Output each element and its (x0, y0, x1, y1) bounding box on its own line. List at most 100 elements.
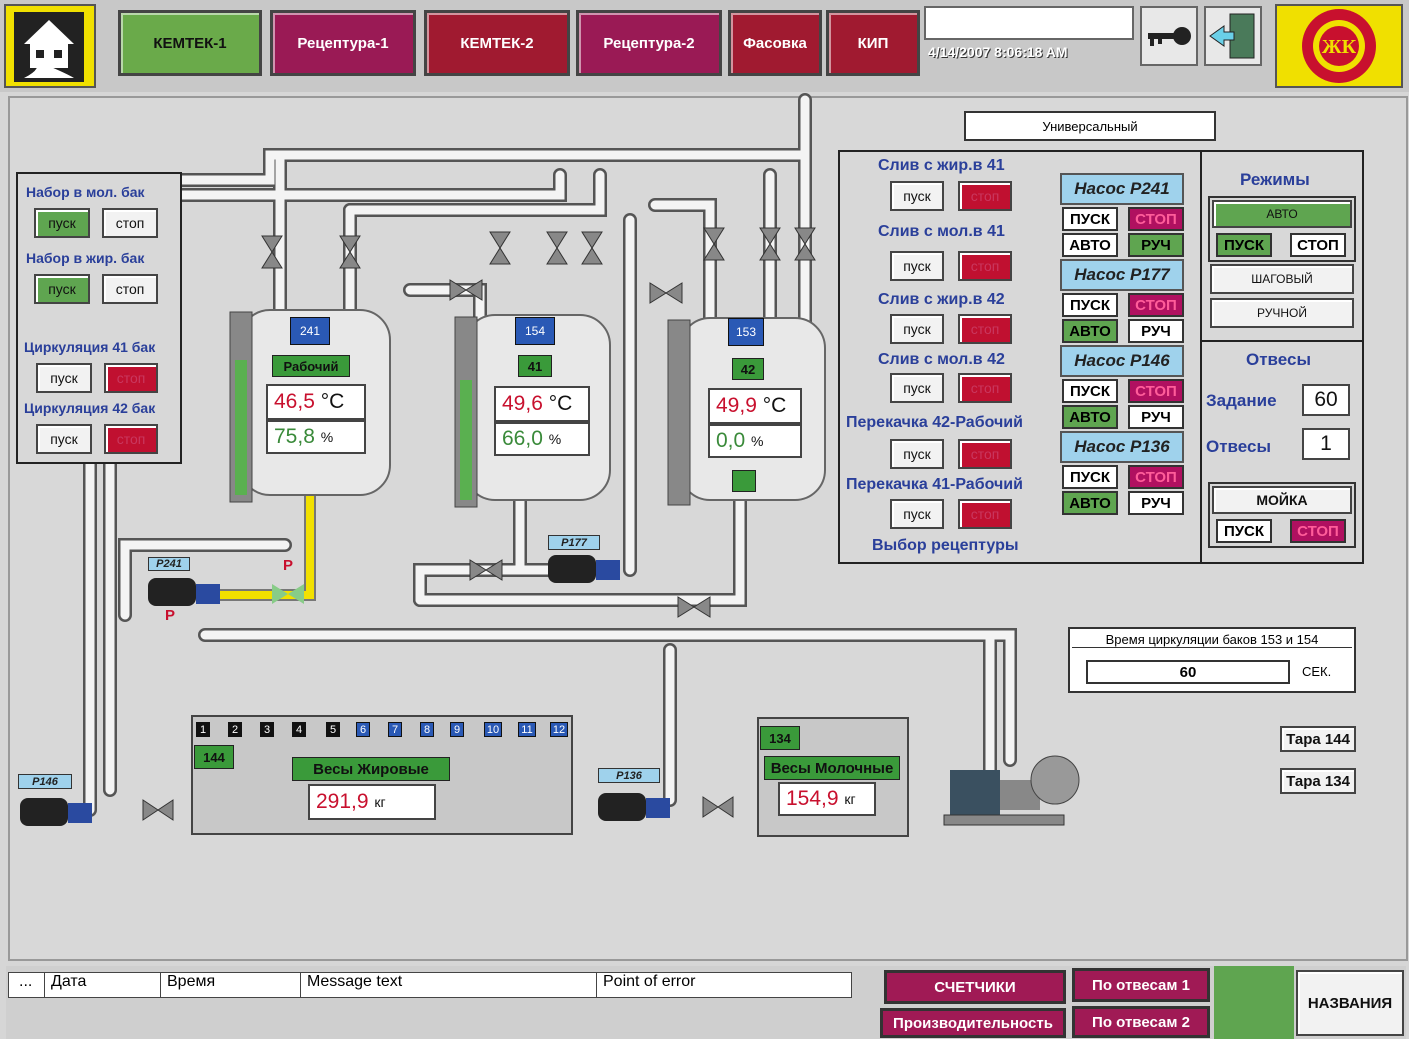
pump-p136-auto-button[interactable]: АВТО (1062, 491, 1118, 515)
circ42-title: Циркуляция 42 бак (24, 400, 156, 416)
pump-p136-stop-button[interactable]: СТОП (1128, 465, 1184, 489)
tank-241-label: Рабочий (272, 355, 350, 377)
tank-154-number: 154 (515, 317, 555, 345)
pump-p146 (20, 798, 92, 826)
circ41-stop-button[interactable]: стоп (104, 363, 158, 393)
logo-icon: ЖК (1302, 9, 1376, 83)
pump-p146-auto-button[interactable]: АВТО (1062, 405, 1118, 429)
transfer-41-start-button[interactable]: пуск (890, 499, 944, 529)
step-mode-button[interactable]: ШАГОВЫЙ (1210, 264, 1354, 294)
valve-number: 5 (326, 722, 340, 737)
wash-stop-button[interactable]: СТОП (1290, 519, 1346, 543)
tara-134-button[interactable]: Тара 134 (1280, 768, 1356, 794)
tara-144-button[interactable]: Тара 144 (1280, 726, 1356, 752)
pump-p177-header: Насос P177 (1060, 259, 1184, 291)
pump-p136-manual-button[interactable]: РУЧ (1128, 491, 1184, 515)
pump-p177-manual-button[interactable]: РУЧ (1128, 319, 1184, 343)
pump-p241-manual-button[interactable]: РУЧ (1128, 233, 1184, 257)
pump-p146-manual-button[interactable]: РУЧ (1128, 405, 1184, 429)
drain-milk-41-stop-button[interactable]: стоп (958, 251, 1012, 281)
by-weights-2-button[interactable]: По отвесам 2 (1072, 1006, 1210, 1038)
fill-fat-stop-button[interactable]: стоп (102, 274, 158, 304)
fill-milk-title: Набор в мол. бак (26, 184, 145, 200)
pump-p241-auto-button[interactable]: АВТО (1062, 233, 1118, 257)
fill-milk-stop-button[interactable]: стоп (102, 208, 158, 238)
transfer-42-stop-button[interactable]: стоп (958, 439, 1012, 469)
exit-button[interactable] (1204, 6, 1262, 66)
wash-start-button[interactable]: ПУСК (1216, 519, 1272, 543)
fat-scale-number: 144 (194, 745, 234, 769)
circulation-title: Время циркуляции баков 153 и 154 (1072, 632, 1352, 648)
pump-p177-stop-button[interactable]: СТОП (1128, 293, 1184, 317)
counters-button[interactable]: СЧЕТЧИКИ (884, 970, 1066, 1004)
pump-p241-start-button[interactable]: ПУСК (1062, 207, 1118, 231)
weights-title: Отвесы (1246, 350, 1311, 369)
manual-mode-button[interactable]: РУЧНОЙ (1210, 298, 1354, 328)
tank-241-temp: 46,5 °C (266, 384, 366, 420)
pump-p177-start-button[interactable]: ПУСК (1062, 293, 1118, 317)
task-input[interactable]: 60 (1302, 384, 1350, 416)
transfer-41-stop-button[interactable]: стоп (958, 499, 1012, 529)
drain-fat-41-title: Слив с жир.в 41 (878, 157, 1005, 174)
auto-mode-button[interactable]: АВТО (1212, 200, 1352, 228)
valve-number: 4 (292, 722, 306, 737)
circulation-time-input[interactable]: 60 (1086, 660, 1290, 684)
tank-154-level: 66,0 % (494, 422, 590, 456)
transfer-42-start-button[interactable]: пуск (890, 439, 944, 469)
valve-number: 10 (484, 722, 502, 737)
auto-start-button[interactable]: ПУСК (1216, 233, 1272, 257)
wash-button[interactable]: МОЙКА (1212, 486, 1352, 514)
filler-machine (943, 755, 1080, 826)
pump-p146-start-button[interactable]: ПУСК (1062, 379, 1118, 403)
tank-153-indicator (732, 470, 756, 492)
login-button[interactable] (1140, 6, 1198, 66)
drain-fat-42-stop-button[interactable]: стоп (958, 314, 1012, 344)
fill-fat-start-button[interactable]: пуск (34, 274, 90, 304)
nav-kemtek2-button[interactable]: КЕМТЕК-2 (424, 10, 570, 76)
pump-p241-stop-button[interactable]: СТОП (1128, 207, 1184, 231)
tank-153-temp: 49,9 °C (708, 388, 802, 424)
alarm-col-time: Время (161, 973, 301, 997)
fill-milk-start-button[interactable]: пуск (34, 208, 90, 238)
pump-p241-label: P241 (148, 557, 190, 571)
nav-kemtek1-button[interactable]: КЕМТЕК-1 (118, 10, 262, 76)
circ42-start-button[interactable]: пуск (36, 424, 92, 454)
datetime: 4/14/2007 8:06:18 AM (928, 44, 1068, 60)
valve-number: 1 (196, 722, 210, 737)
transfer-42-title: Перекачка 42-Рабочий (846, 414, 1023, 431)
pump-p146-header: Насос P146 (1060, 345, 1184, 377)
auto-stop-button[interactable]: СТОП (1290, 233, 1346, 257)
by-weights-1-button[interactable]: По отвесам 1 (1072, 968, 1210, 1002)
drain-fat-42-start-button[interactable]: пуск (890, 314, 944, 344)
alarm-col-index: ... (9, 973, 45, 997)
tank-241-level: 75,8 % (266, 420, 366, 454)
drain-milk-42-stop-button[interactable]: стоп (958, 373, 1012, 403)
nav-recipe1-button[interactable]: Рецептура-1 (270, 10, 416, 76)
nav-recipe2-button[interactable]: Рецептура-2 (576, 10, 722, 76)
drain-fat-41-stop-button[interactable]: стоп (958, 181, 1012, 211)
recipe-select-link[interactable]: Выбор рецептуры (872, 537, 1019, 554)
nav-packing-button[interactable]: Фасовка (728, 10, 822, 76)
valve-number: 9 (450, 722, 464, 737)
auto-mode-group (1208, 196, 1356, 262)
tank-153-label: 42 (732, 358, 764, 380)
company-logo: ЖК (1275, 4, 1403, 88)
drain-milk-42-start-button[interactable]: пуск (890, 373, 944, 403)
tank-153-number: 153 (728, 318, 764, 346)
transfer-41-title: Перекачка 41-Рабочий (846, 476, 1023, 493)
drain-milk-41-start-button[interactable]: пуск (890, 251, 944, 281)
nav-kip-button[interactable]: КИП (826, 10, 920, 76)
pump-p177-auto-button[interactable]: АВТО (1062, 319, 1118, 343)
productivity-button[interactable]: Производительность (880, 1008, 1066, 1038)
home-button[interactable] (4, 4, 96, 88)
alarm-col-error: Point of error (603, 973, 696, 990)
valve-number: 7 (388, 722, 402, 737)
circ42-stop-button[interactable]: стоп (104, 424, 158, 454)
valve-number: 3 (260, 722, 274, 737)
names-button[interactable]: НАЗВАНИЯ (1296, 970, 1404, 1036)
drain-fat-41-start-button[interactable]: пуск (890, 181, 944, 211)
pump-p136-start-button[interactable]: ПУСК (1062, 465, 1118, 489)
pump-p146-stop-button[interactable]: СТОП (1128, 379, 1184, 403)
fill-fat-title: Набор в жир. бак (26, 250, 145, 266)
circ41-start-button[interactable]: пуск (36, 363, 92, 393)
